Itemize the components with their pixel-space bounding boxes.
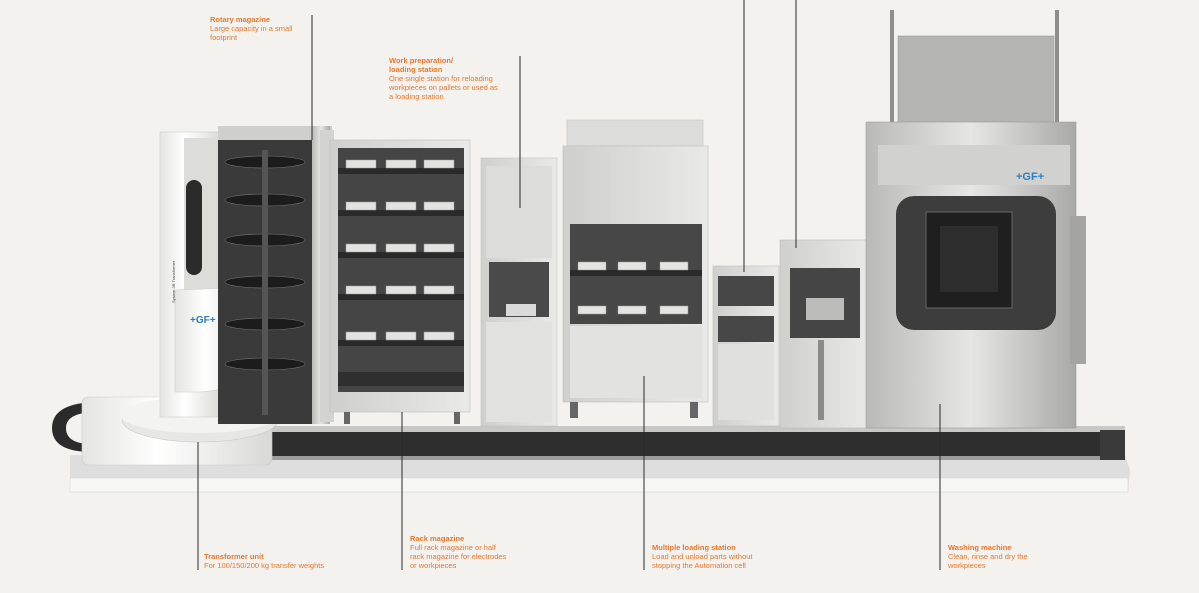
callout-title: Multiple loading station: [652, 543, 736, 552]
callout-work-preparation: Work preparation/ loading station One si…: [389, 56, 498, 101]
callout-title: Transformer unit: [204, 552, 264, 561]
rail-base: [69, 426, 1130, 493]
callout-line: Full rack magazine or half: [410, 543, 496, 552]
callout-line: rack magazine for electrodes: [410, 552, 507, 561]
callout-multiple-loading: Multiple loading station Load and unload…: [652, 543, 753, 570]
callout-line: footprint: [210, 33, 238, 42]
gf-logo-transformer: +GF+: [190, 315, 216, 326]
work-preparation-station: [480, 157, 558, 427]
callout-line: workpieces: [948, 561, 986, 570]
callout-line: Large capacity in a small: [210, 24, 293, 33]
rotary-magazine: [218, 126, 334, 424]
callout-line: a loading station: [389, 92, 444, 101]
rack-magazine: [329, 139, 471, 424]
transformer-unit: +GF+ System 3R Transformer: [81, 131, 280, 466]
multiple-loading-station: [562, 119, 709, 418]
callout-title: Washing machine: [948, 543, 1012, 552]
callout-line: workpieces on pallets or used as: [389, 83, 498, 92]
callout-title: Rotary magazine: [210, 15, 271, 24]
callout-rotary-magazine: Rotary magazine Large capacity in a smal…: [210, 15, 293, 42]
callout-title: loading station: [389, 65, 443, 74]
callout-line: stopping the Automation cell: [652, 561, 746, 570]
callout-line: Clean, rinse and dry the: [948, 552, 1028, 561]
callout-line: For 100/150/200 kg transfer weights: [204, 561, 325, 570]
callout-transformer-unit: Transformer unit For 100/150/200 kg tran…: [204, 552, 324, 570]
callout-line: or workpieces: [410, 561, 457, 570]
callout-rack-magazine: Rack magazine Full rack magazine or half…: [410, 534, 506, 570]
callout-title: Work preparation/: [389, 56, 454, 65]
callout-title: Rack magazine: [410, 534, 465, 543]
callout-line: One single station for reloading: [389, 74, 493, 83]
gf-logo-washer: +GF+: [1016, 171, 1044, 183]
unit-label: System 3R Transformer: [171, 260, 176, 303]
loading-station-with-drawer: [779, 239, 869, 429]
small-loading-station: [712, 265, 780, 427]
callout-line: Load and unload parts without: [652, 552, 753, 561]
washing-machine: +GF+: [865, 10, 1086, 429]
callout-washing-machine: Washing machine Clean, rinse and dry the…: [948, 543, 1028, 570]
